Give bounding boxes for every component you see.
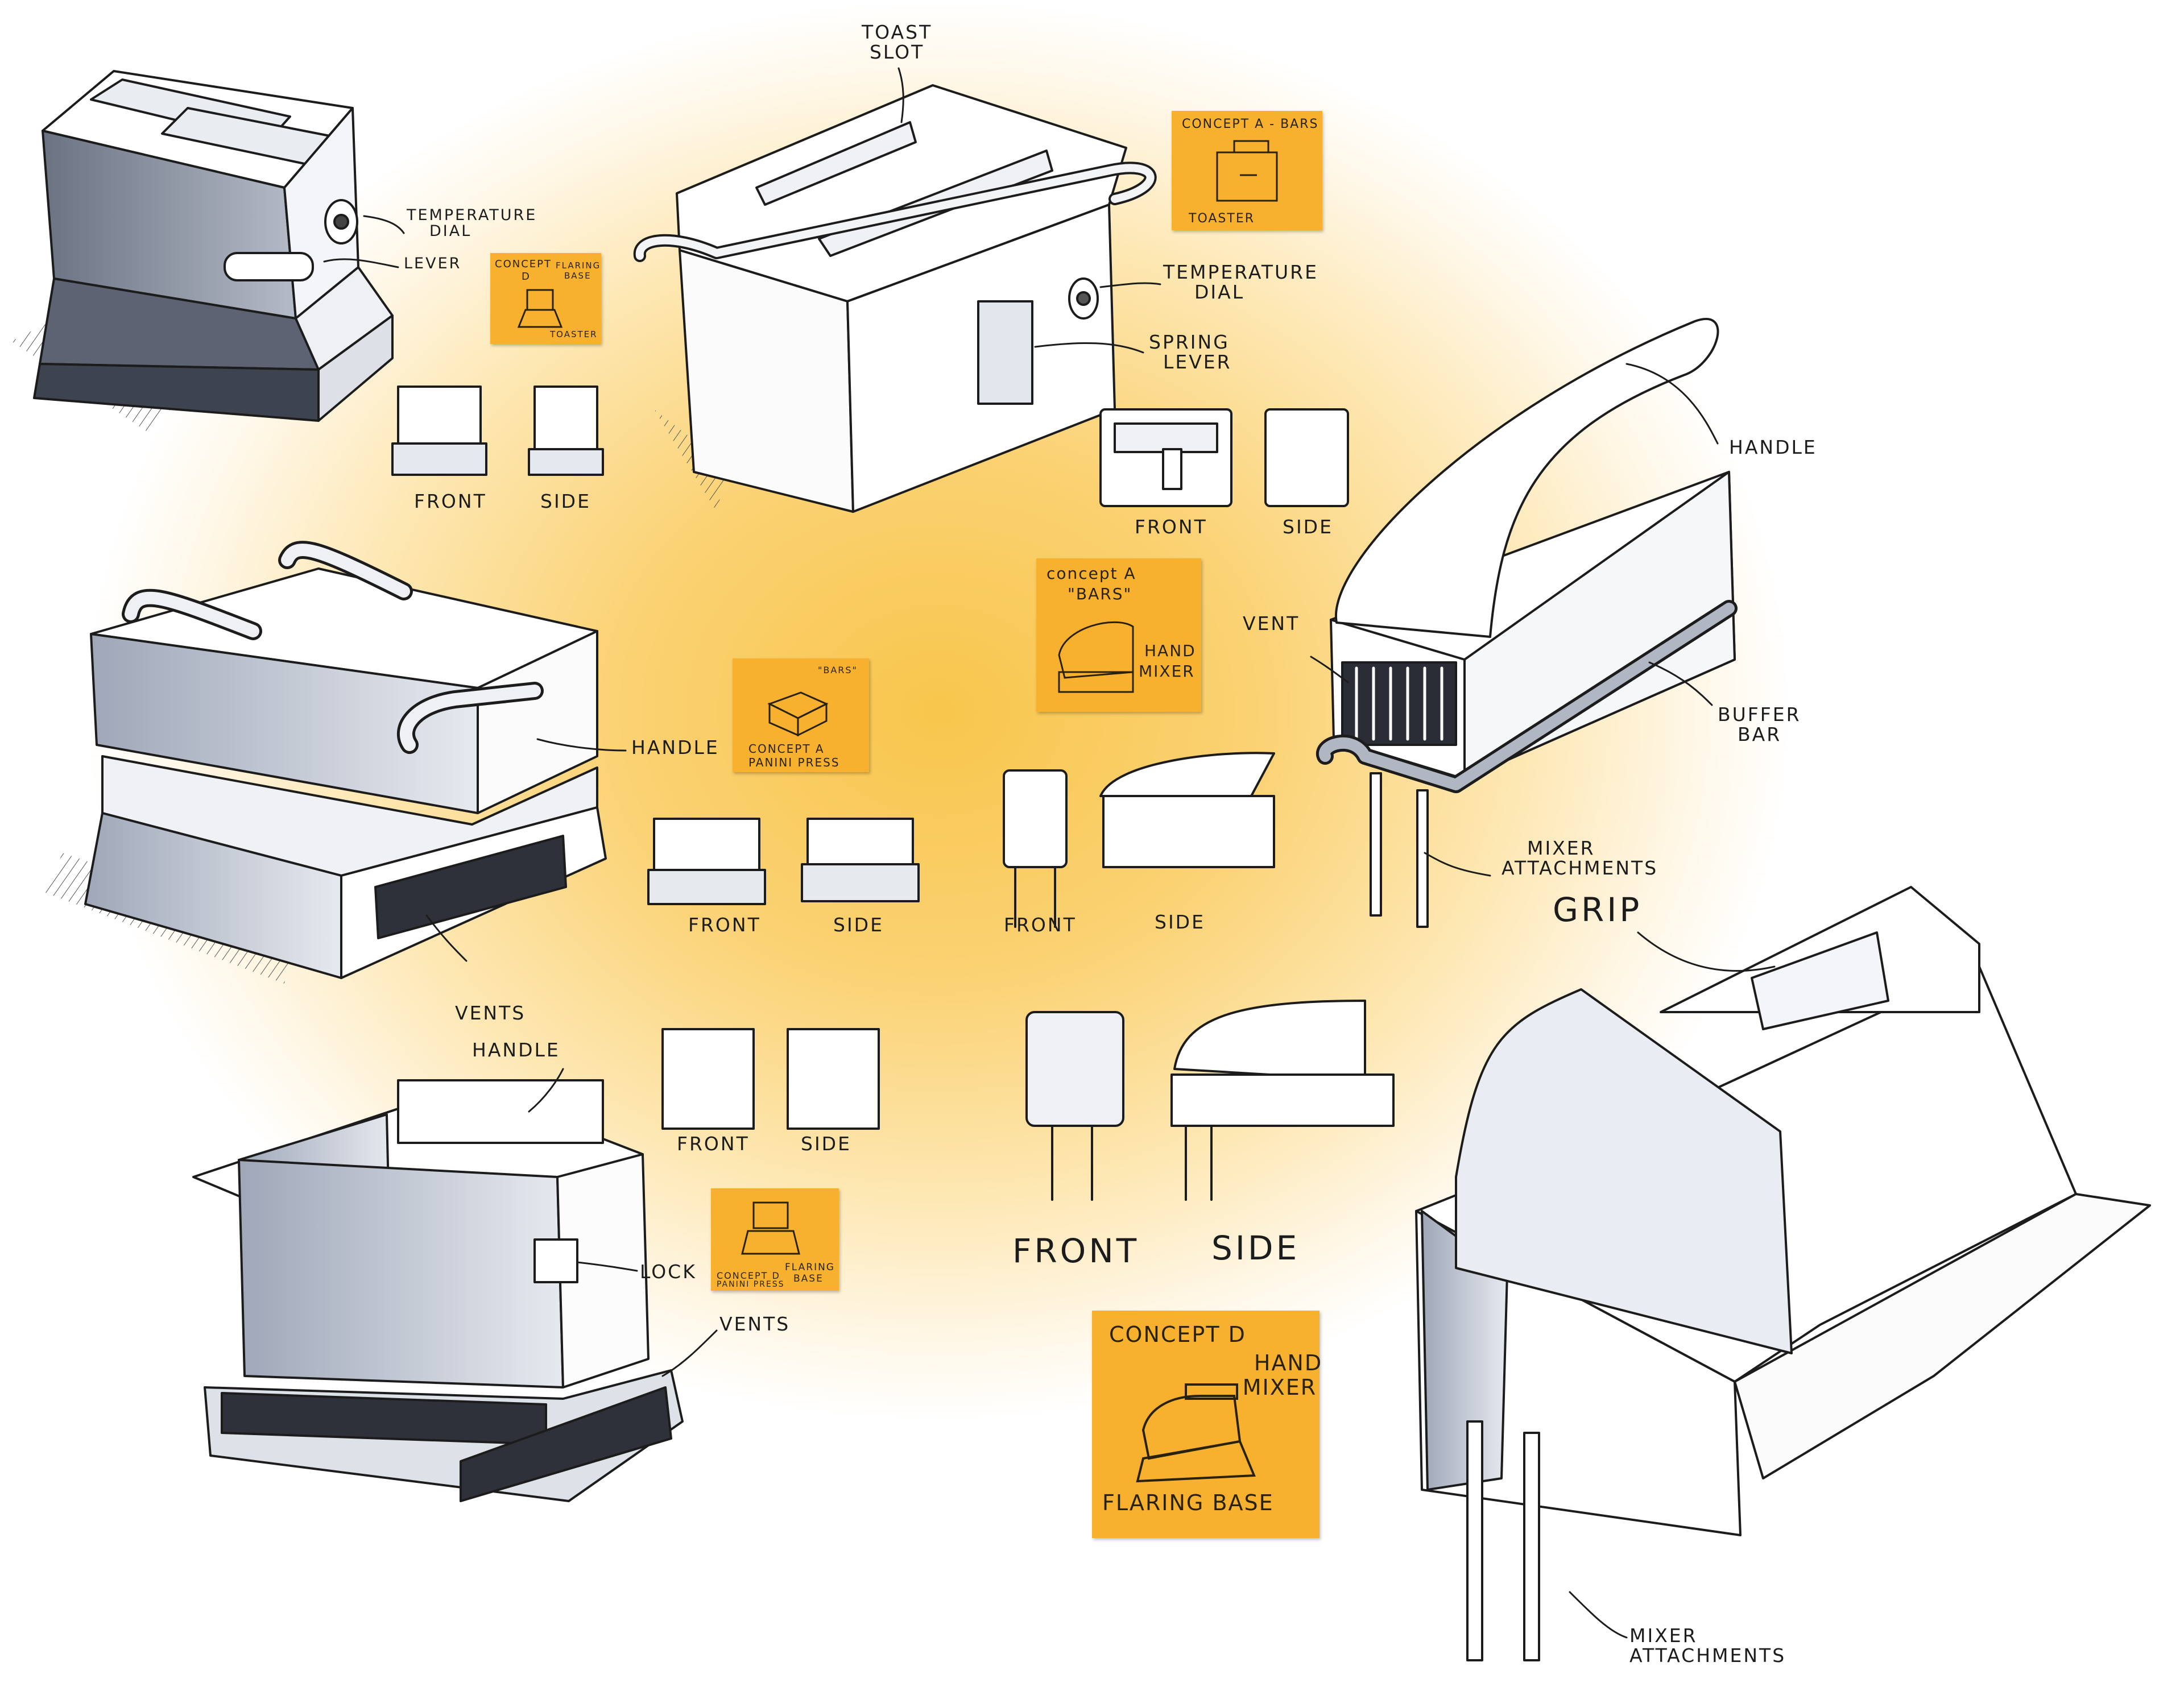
note3-line3: PANINI PRESS	[748, 756, 840, 769]
label-mixer-attachments: MIXER ATTACHMENTS	[1502, 837, 1658, 879]
note6-line4: FLARING BASE	[1102, 1490, 1274, 1515]
label-mixer-attachments-line2: ATTACHMENTS	[1502, 856, 1658, 879]
label-buffer-bar-line2: BAR	[1738, 723, 1782, 745]
note2-line2: TOASTER	[1189, 212, 1255, 226]
note5-line1: CONCEPT D	[717, 1270, 780, 1281]
label-spring-lever: SPRING LEVER	[1149, 331, 1232, 373]
label-front-d: FRONT	[1004, 914, 1077, 936]
label-temperature-dial-right: TEMPERATURE DIAL	[1163, 261, 1318, 303]
sketch-toaster-bars	[633, 84, 1157, 513]
label-toast-slot-line1: TOAST	[862, 21, 933, 43]
label-handle-cube: HANDLE	[472, 1039, 560, 1061]
label-spring-lever-line2: LEVER	[1163, 350, 1232, 373]
label-temperature-dial-left: TEMPERATURE DIAL	[407, 206, 537, 241]
note5-sketch	[741, 1201, 800, 1255]
sketch-panini-front-side	[647, 818, 920, 905]
label-mixer-attachments-big: MIXER ATTACHMENTS	[1629, 1626, 1786, 1665]
note1-line3: FLARING	[556, 260, 601, 271]
note4-line4: MIXER	[1139, 662, 1195, 681]
label-buffer-bar-line1: BUFFER	[1718, 703, 1801, 726]
label-front-e: FRONT	[677, 1133, 750, 1155]
label-buffer-bar: BUFFER BAR	[1718, 703, 1801, 745]
label-front-f: FRONT	[1012, 1232, 1140, 1270]
note6-sketch	[1136, 1383, 1256, 1483]
note4-line3: HAND	[1144, 641, 1196, 660]
label-temperature-dial-right-line1: TEMPERATURE	[1163, 261, 1318, 283]
sketch-hand-mixer-bars	[1316, 318, 1738, 928]
label-front-c: FRONT	[688, 914, 761, 936]
sketch-panini-press-bars	[46, 541, 607, 984]
label-temperature-dial-left-line2: DIAL	[429, 222, 472, 241]
label-handle-press: HANDLE	[631, 736, 719, 758]
sketch-toaster-front-side-a	[391, 386, 604, 476]
note1-sketch	[517, 289, 563, 328]
label-side-f: SIDE	[1211, 1229, 1300, 1267]
note1-line2: D	[522, 271, 531, 283]
sketch-panini-press-flaring	[192, 1079, 684, 1502]
note1-line5: TOASTER	[550, 329, 598, 339]
sticky-note-concept-a-toaster: CONCEPT A - BARS TOASTER	[1172, 111, 1322, 230]
label-lever: LEVER	[404, 255, 462, 272]
sticky-note-concept-d-panini: CONCEPT D PANINI PRESS FLARING BASE	[711, 1188, 839, 1291]
note4-line1: concept A	[1046, 564, 1136, 583]
label-vents-cube: VENTS	[719, 1313, 791, 1335]
sketch-hand-mixer-flaring	[1415, 886, 2151, 1661]
note5-line2: PANINI PRESS	[717, 1280, 785, 1289]
label-spring-lever-line1: SPRING	[1149, 331, 1230, 353]
note6-line1: CONCEPT D	[1109, 1322, 1246, 1347]
note3-sketch	[767, 691, 829, 737]
label-vents-press: VENTS	[455, 1002, 526, 1024]
sketch-mixer-front-side-a	[1003, 752, 1275, 928]
note1-line1: CONCEPT	[495, 258, 552, 270]
note2-sketch	[1216, 140, 1278, 202]
label-vent: VENT	[1243, 612, 1300, 635]
label-side-c: SIDE	[833, 914, 884, 936]
note5-line4: BASE	[793, 1273, 824, 1284]
note4-sketch	[1058, 621, 1134, 693]
note5-line3: FLARING	[785, 1262, 835, 1273]
label-temperature-dial-left-line1: TEMPERATURE	[407, 206, 537, 224]
sticky-note-concept-d-toaster: CONCEPT D FLARING BASE TOASTER	[490, 253, 601, 344]
label-side-e: SIDE	[801, 1133, 851, 1155]
label-toast-slot-line2: SLOT	[869, 40, 925, 63]
sticky-note-concept-d-mixer: CONCEPT D HAND MIXER FLARING BASE	[1092, 1311, 1323, 1538]
note1-line4: BASE	[564, 271, 592, 281]
label-temperature-dial-right-line2: DIAL	[1194, 280, 1245, 303]
label-front-b: FRONT	[1135, 516, 1207, 538]
note2-line1: CONCEPT A - BARS	[1182, 117, 1319, 131]
label-lock: LOCK	[640, 1261, 697, 1283]
note6-line2: HAND	[1254, 1350, 1323, 1375]
label-grip: GRIP	[1553, 890, 1643, 929]
label-side-b: SIDE	[1283, 516, 1333, 538]
label-front-a: FRONT	[414, 490, 487, 512]
note4-line2: "BARS"	[1068, 585, 1132, 603]
sketch-toaster-flaring	[11, 70, 394, 432]
sketch-toaster-front-side-b	[1099, 408, 1349, 507]
sticky-note-concept-a-panini: "BARS" CONCEPT A PANINI PRESS	[733, 658, 869, 772]
note3-line1: "BARS"	[818, 665, 858, 675]
label-mixer-attachments-big-line1: MIXER	[1629, 1624, 1698, 1647]
label-toast-slot: TOAST SLOT	[862, 21, 933, 63]
label-handle-mixer: HANDLE	[1729, 436, 1817, 458]
label-side-a: SIDE	[540, 490, 591, 512]
note3-line2: CONCEPT A	[748, 742, 825, 756]
note6-line3: MIXER	[1242, 1375, 1317, 1400]
sticky-note-concept-a-mixer: concept A "BARS" HAND MIXER	[1036, 558, 1201, 712]
label-side-d: SIDE	[1155, 911, 1205, 933]
sketch-mixer-front-side-b	[1025, 1000, 1395, 1201]
label-mixer-attachments-big-line2: ATTACHMENTS	[1629, 1644, 1786, 1667]
sketch-cube-front-side	[661, 1028, 880, 1130]
label-mixer-attachments-line1: MIXER	[1527, 837, 1595, 859]
